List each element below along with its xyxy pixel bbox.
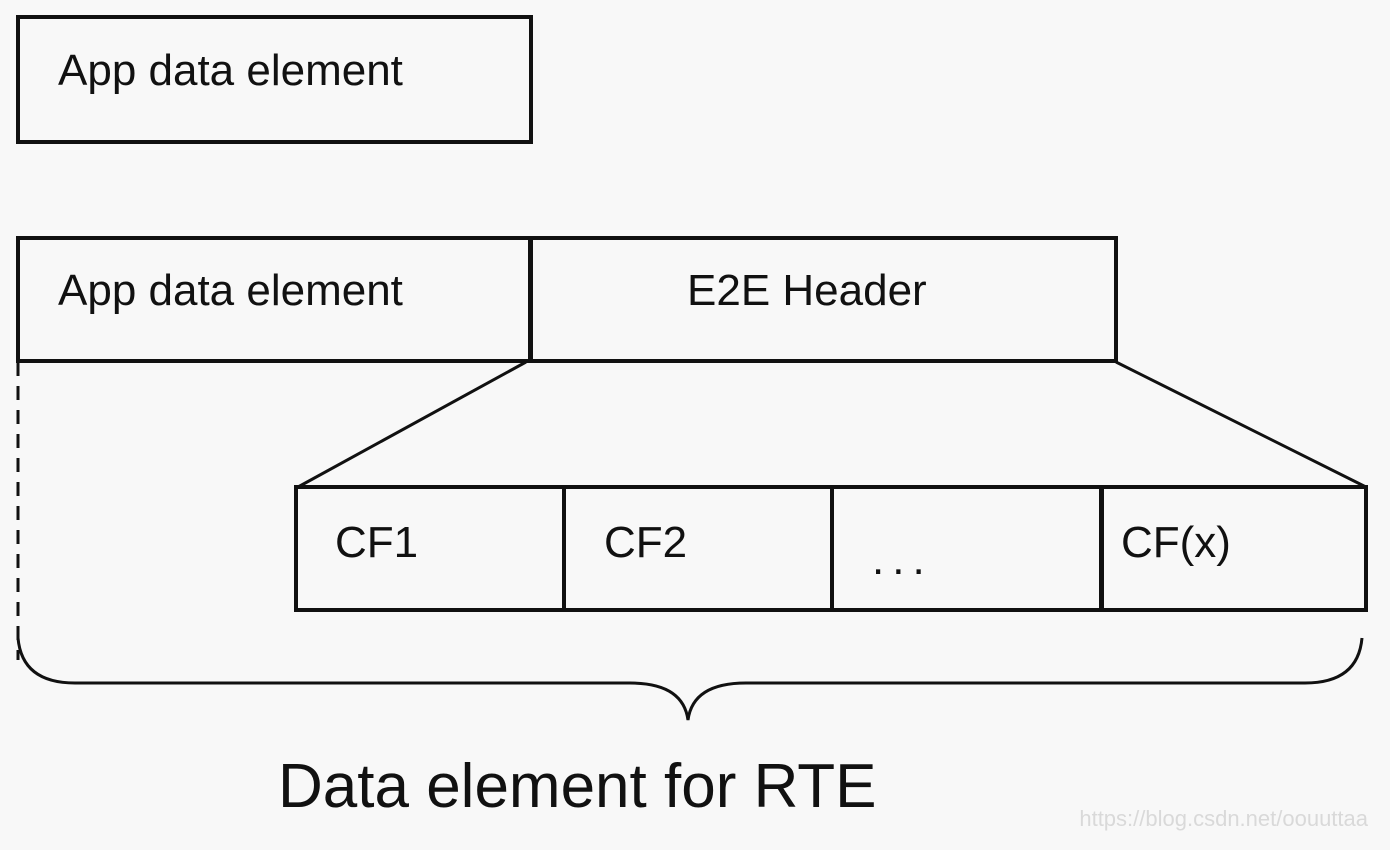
expand-line-right	[1115, 360, 1367, 489]
header-field-label-1: CF1	[335, 518, 419, 567]
e2e-header-box	[528, 236, 1118, 363]
app-data-element-label: App data element	[58, 46, 403, 95]
header-field-label-4: CF(x)	[1121, 518, 1231, 567]
header-field-box-2	[562, 485, 834, 612]
curly-brace	[16, 637, 1364, 721]
header-field-box-4	[1099, 485, 1368, 612]
expand-line-left	[297, 360, 527, 489]
header-field-label-2: CF2	[604, 518, 688, 567]
app-data-element-label-protected: App data element	[58, 266, 403, 315]
watermark-text: https://blog.csdn.net/oouuttaa	[1079, 806, 1368, 831]
diagram-caption: Data element for RTE	[278, 752, 877, 821]
header-field-label-3: ...	[872, 535, 933, 584]
app-data-element-box	[16, 15, 533, 144]
e2e-header-label: E2E Header	[687, 266, 927, 315]
